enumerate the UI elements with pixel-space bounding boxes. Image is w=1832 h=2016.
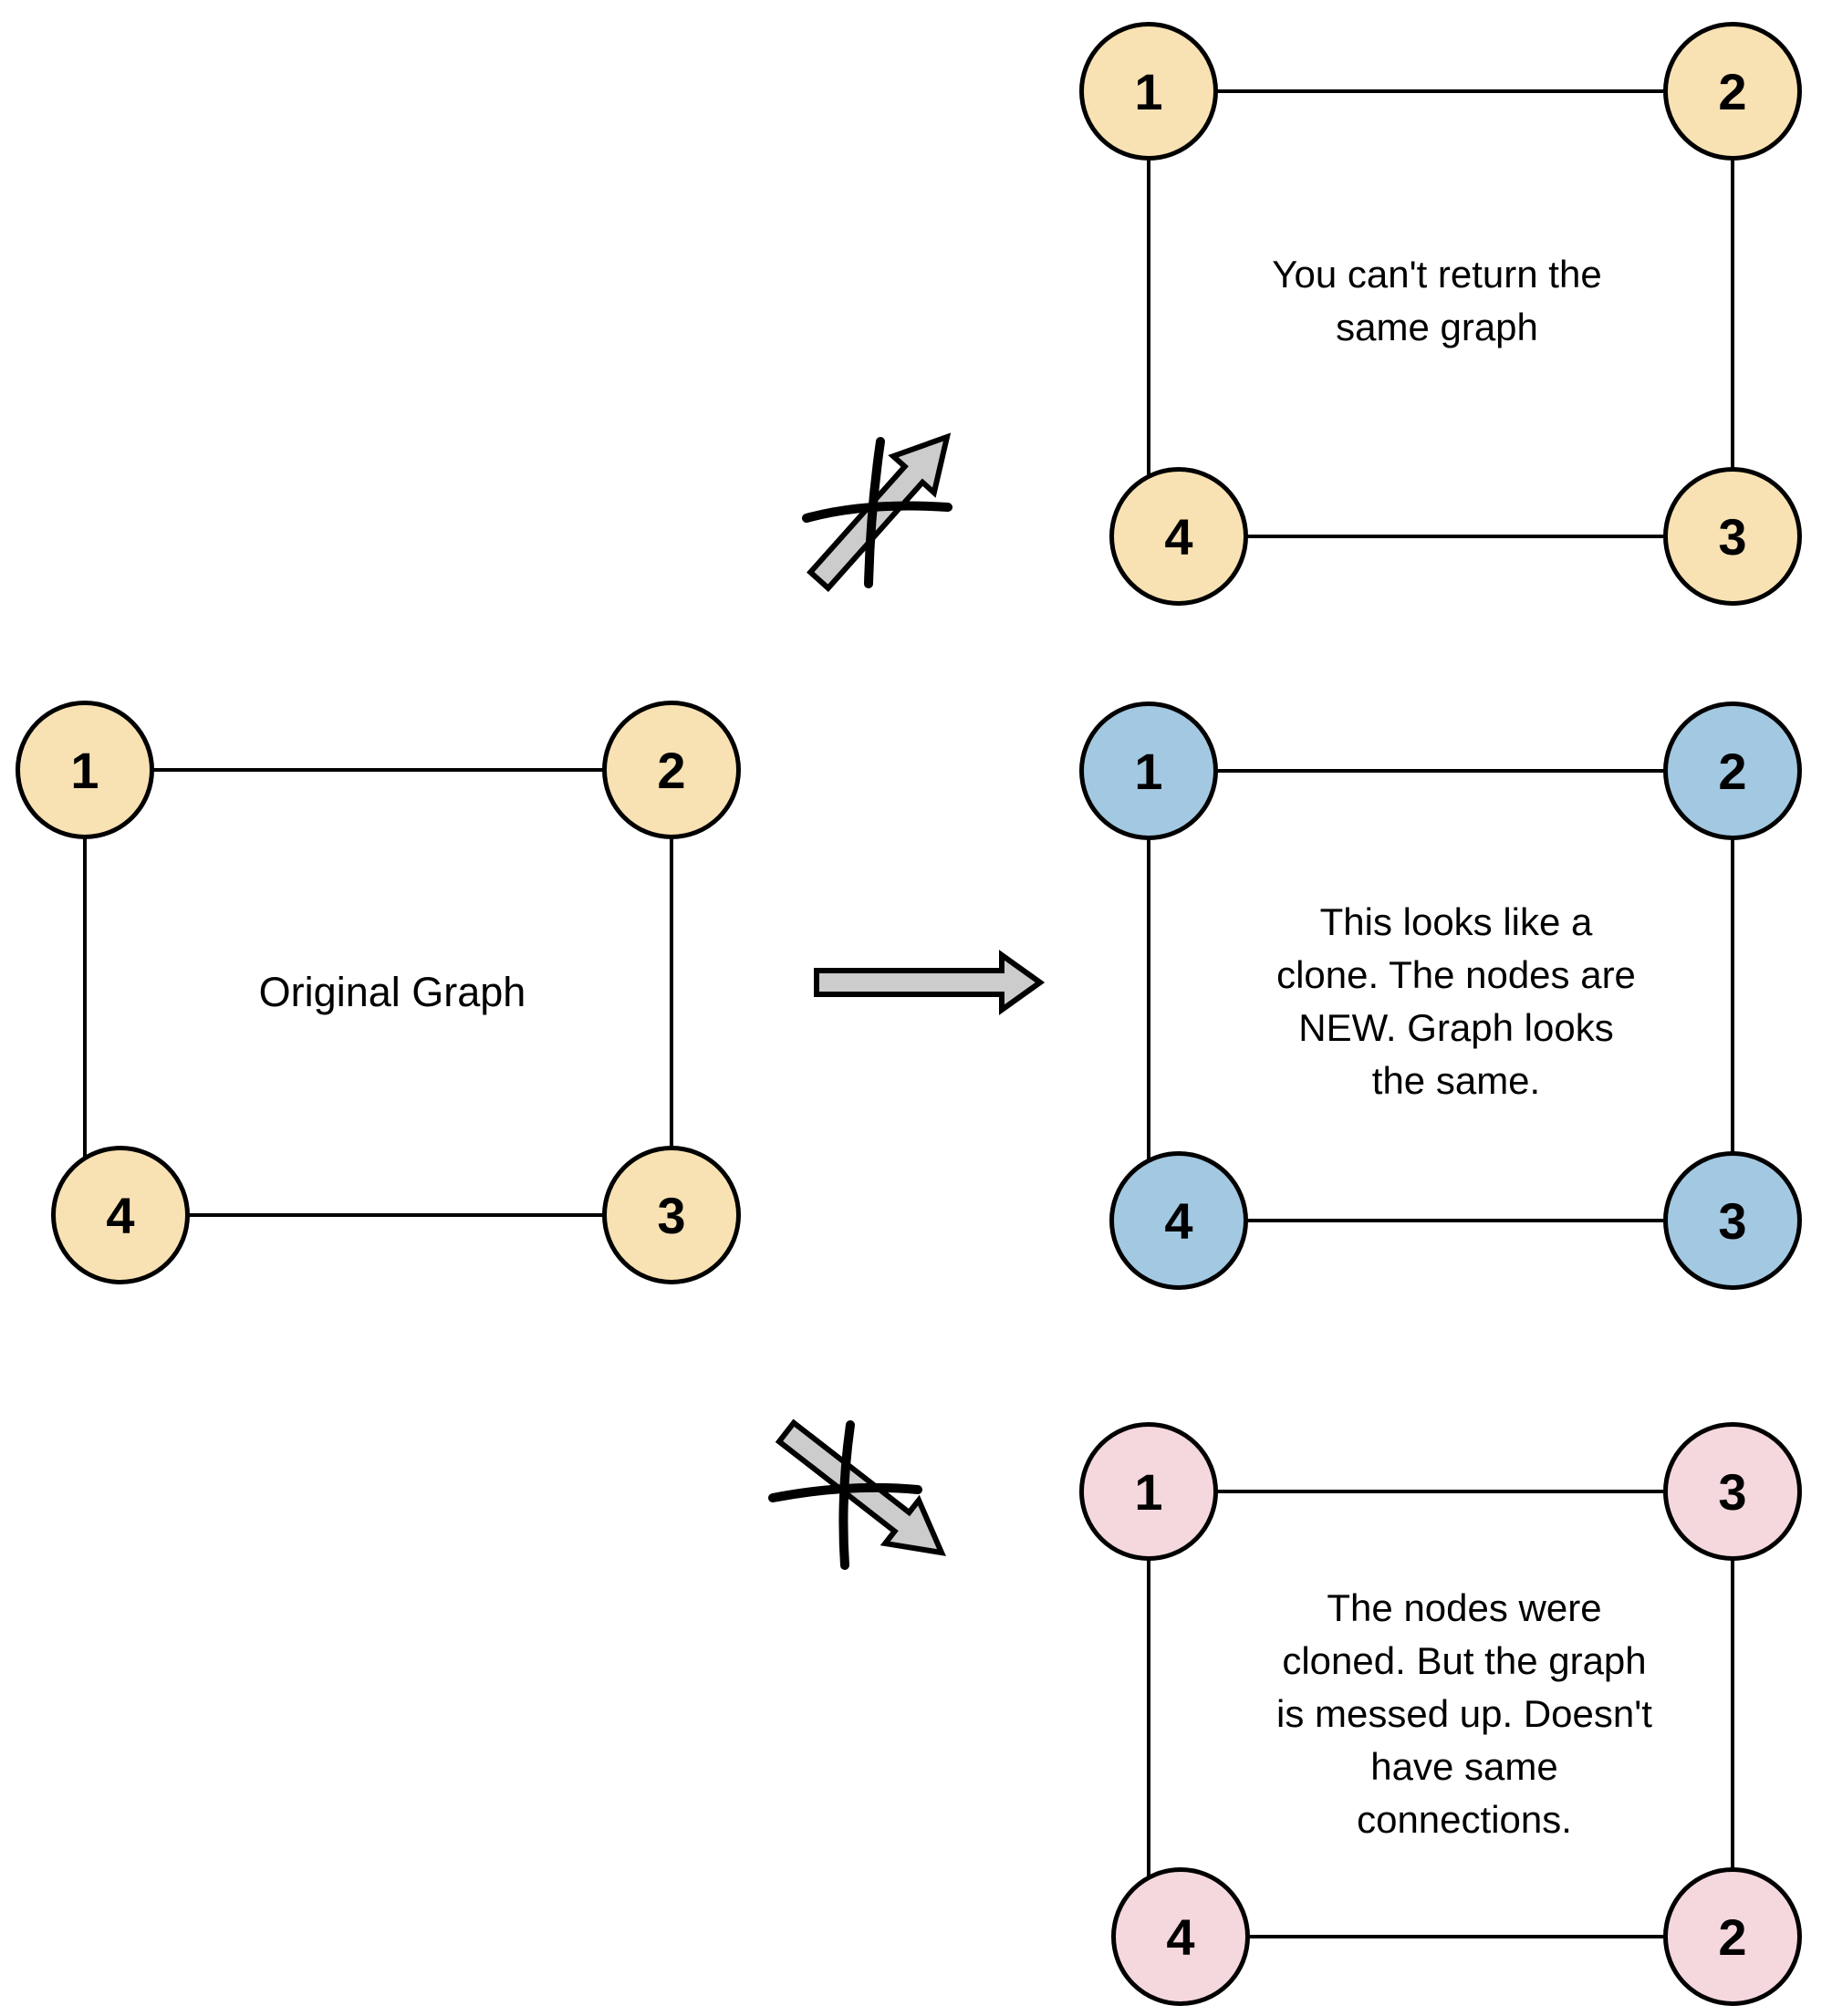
caption-line: NEW. Graph looks xyxy=(1298,1006,1614,1049)
crossed-arrow-up-icon xyxy=(802,432,952,592)
caption-line: clone. The nodes are xyxy=(1276,953,1636,996)
caption-line: This looks like a xyxy=(1319,900,1593,943)
clone-graph-caption: This looks like a clone. The nodes are N… xyxy=(1276,896,1636,1107)
node-original-1: 1 xyxy=(16,701,154,839)
node-label: 3 xyxy=(1718,507,1747,566)
node-clone-3: 3 xyxy=(1663,1151,1802,1290)
node-label: 2 xyxy=(1718,1907,1747,1966)
node-label: 4 xyxy=(1164,1191,1193,1250)
crossed-arrow-down-icon xyxy=(768,1418,946,1570)
caption-line: You can't return the xyxy=(1272,253,1602,296)
node-label: 1 xyxy=(70,741,99,799)
caption-line: the same. xyxy=(1371,1059,1541,1102)
messed-graph-caption: The nodes were cloned. But the graph is … xyxy=(1276,1582,1652,1846)
caption-line: have same xyxy=(1370,1745,1558,1788)
caption-line: same graph xyxy=(1336,306,1538,348)
arrow-right-icon xyxy=(814,950,1046,1015)
arrow-up-right-icon xyxy=(807,432,952,592)
node-messed-4: 4 xyxy=(1111,1867,1250,2006)
x-mark-stroke xyxy=(838,1420,855,1570)
node-label: 2 xyxy=(1718,62,1747,120)
node-same-3: 3 xyxy=(1663,467,1802,606)
node-same-1: 1 xyxy=(1079,22,1218,161)
node-label: 3 xyxy=(1718,1462,1747,1521)
node-original-4: 4 xyxy=(51,1146,190,1284)
node-label: 4 xyxy=(1164,507,1193,566)
original-graph-label: Original Graph xyxy=(258,969,526,1015)
node-label: 2 xyxy=(657,741,686,799)
node-clone-4: 4 xyxy=(1109,1151,1248,1290)
node-label: 2 xyxy=(1718,742,1747,800)
node-messed-2: 2 xyxy=(1663,1867,1802,2006)
caption-line: connections. xyxy=(1357,1798,1572,1841)
x-mark-stroke xyxy=(768,1482,922,1502)
same-graph-caption: You can't return the same graph xyxy=(1272,248,1601,354)
node-original-2: 2 xyxy=(602,701,741,839)
node-clone-1: 1 xyxy=(1079,701,1218,840)
node-label: 1 xyxy=(1134,742,1163,800)
node-label: 3 xyxy=(1718,1191,1747,1250)
caption-line: cloned. But the graph xyxy=(1282,1639,1647,1682)
node-label: 1 xyxy=(1134,1462,1163,1521)
node-clone-2: 2 xyxy=(1663,701,1802,840)
node-original-3: 3 xyxy=(602,1146,741,1284)
node-same-2: 2 xyxy=(1663,22,1802,161)
x-mark-stroke xyxy=(802,501,952,523)
node-label: 4 xyxy=(106,1186,135,1244)
node-messed-3: 3 xyxy=(1663,1422,1802,1561)
caption-line: The nodes were xyxy=(1327,1586,1602,1629)
node-messed-1: 1 xyxy=(1079,1422,1218,1561)
x-mark-stroke xyxy=(864,437,885,588)
node-same-4: 4 xyxy=(1109,467,1248,606)
node-label: 1 xyxy=(1134,62,1163,120)
node-label: 3 xyxy=(657,1186,686,1244)
caption-line: is messed up. Doesn't xyxy=(1276,1692,1652,1735)
node-label: 4 xyxy=(1166,1907,1195,1966)
